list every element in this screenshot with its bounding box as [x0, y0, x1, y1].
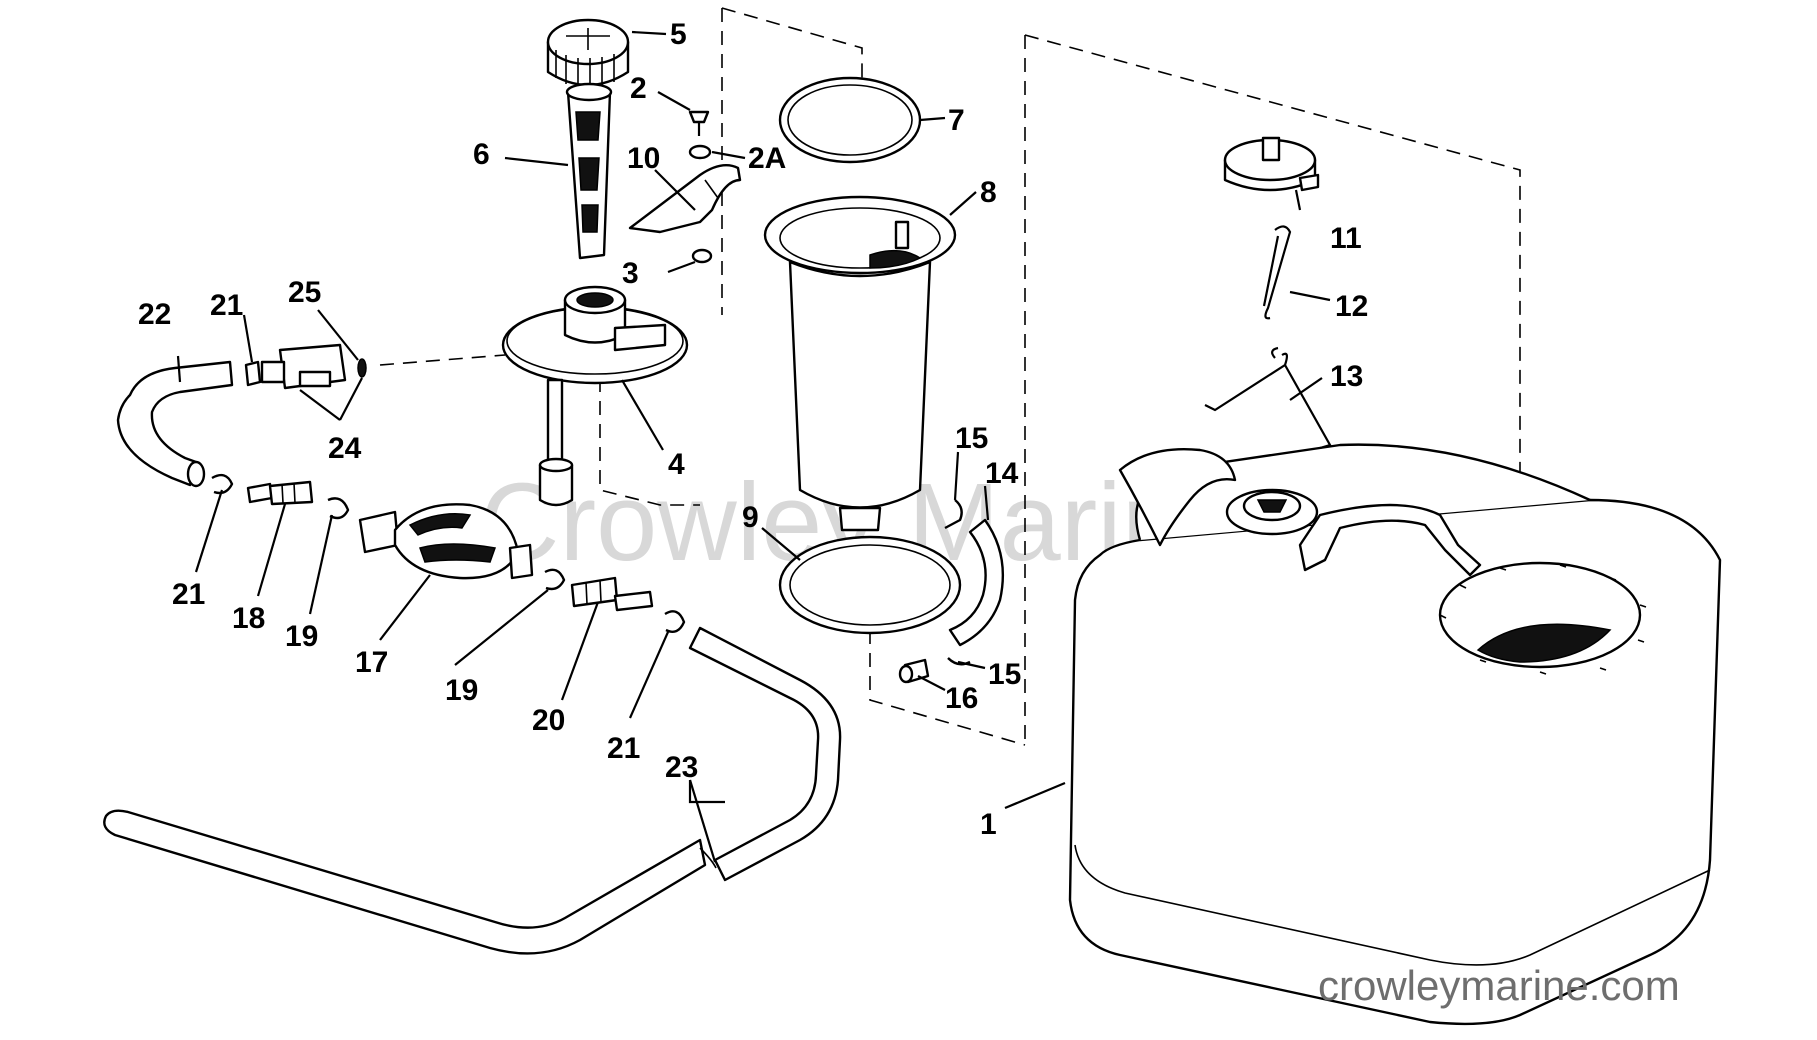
callout-15-bottom: 15 [988, 658, 1021, 691]
leader-lines [176, 30, 1331, 863]
callout-1: 1 [980, 808, 997, 841]
watermark-corner: crowleymarine.com [1318, 962, 1680, 1009]
callout-21-top: 21 [210, 289, 243, 322]
callout-19-left: 19 [285, 620, 318, 653]
callout-15-top: 15 [955, 422, 988, 455]
long-fuel-hose [103, 626, 842, 955]
callout-17: 17 [355, 646, 388, 679]
callout-24: 24 [328, 432, 362, 465]
callout-9: 9 [742, 501, 759, 534]
fuel-sender-assembly [501, 285, 689, 507]
callout-3: 3 [622, 257, 639, 290]
filler-cap [546, 18, 630, 88]
callout-7: 7 [948, 104, 965, 137]
callout-2: 2 [630, 72, 647, 105]
callout-20: 20 [532, 704, 565, 737]
callout-22: 22 [138, 298, 171, 331]
short-fuel-hose [116, 360, 234, 488]
callout-5: 5 [670, 18, 687, 51]
callout-16: 16 [945, 682, 978, 715]
callout-21-right: 21 [607, 732, 640, 765]
callout-labels: 5 2 2A 6 10 3 4 7 8 9 11 12 13 15 14 15 … [138, 18, 1368, 841]
fuel-strainer [565, 82, 613, 260]
callout-6: 6 [473, 138, 490, 171]
callout-13: 13 [1330, 360, 1363, 393]
fuel-canister [763, 195, 957, 532]
fuel-tank [1068, 443, 1722, 1026]
top-gasket [778, 76, 922, 164]
callout-18: 18 [232, 602, 265, 635]
callout-2a: 2A [748, 142, 786, 175]
tank-connector [244, 343, 367, 390]
callout-11: 11 [1330, 222, 1362, 255]
callout-8: 8 [980, 176, 997, 209]
cap-chain [1262, 225, 1292, 320]
retainer-clip [1204, 346, 1332, 450]
callout-19-right: 19 [445, 674, 478, 707]
screw-and-washer [688, 110, 713, 264]
bottom-gasket [778, 535, 962, 635]
vent-cap [1223, 136, 1320, 192]
callout-10: 10 [627, 142, 660, 175]
callout-25: 25 [288, 276, 321, 309]
callout-14: 14 [985, 457, 1019, 490]
callout-21-left: 21 [172, 578, 205, 611]
assembly-guide-lines [379, 7, 1521, 746]
primer-bulb-assembly [211, 473, 686, 633]
vent-hose-assembly [898, 499, 1005, 684]
callout-12: 12 [1335, 290, 1368, 323]
callout-4: 4 [668, 448, 685, 481]
callout-23: 23 [665, 751, 698, 784]
